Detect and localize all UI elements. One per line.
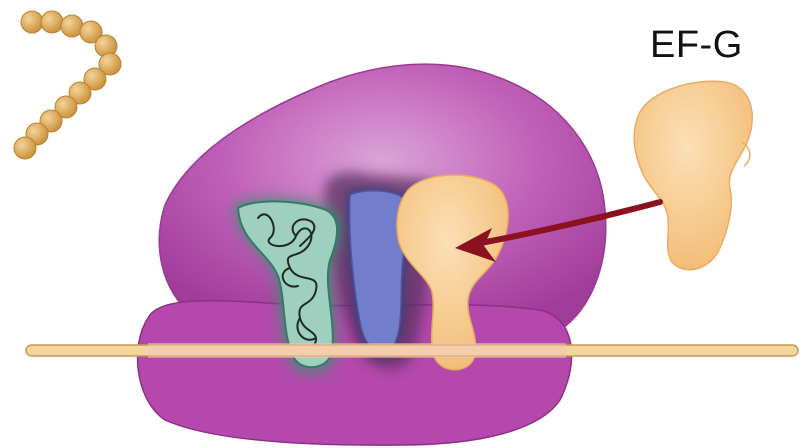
mrna-strand-overlap bbox=[148, 343, 566, 358]
peptide-chain bbox=[14, 11, 121, 159]
efg-free bbox=[634, 81, 752, 269]
efg-label: EF-G bbox=[650, 24, 743, 67]
